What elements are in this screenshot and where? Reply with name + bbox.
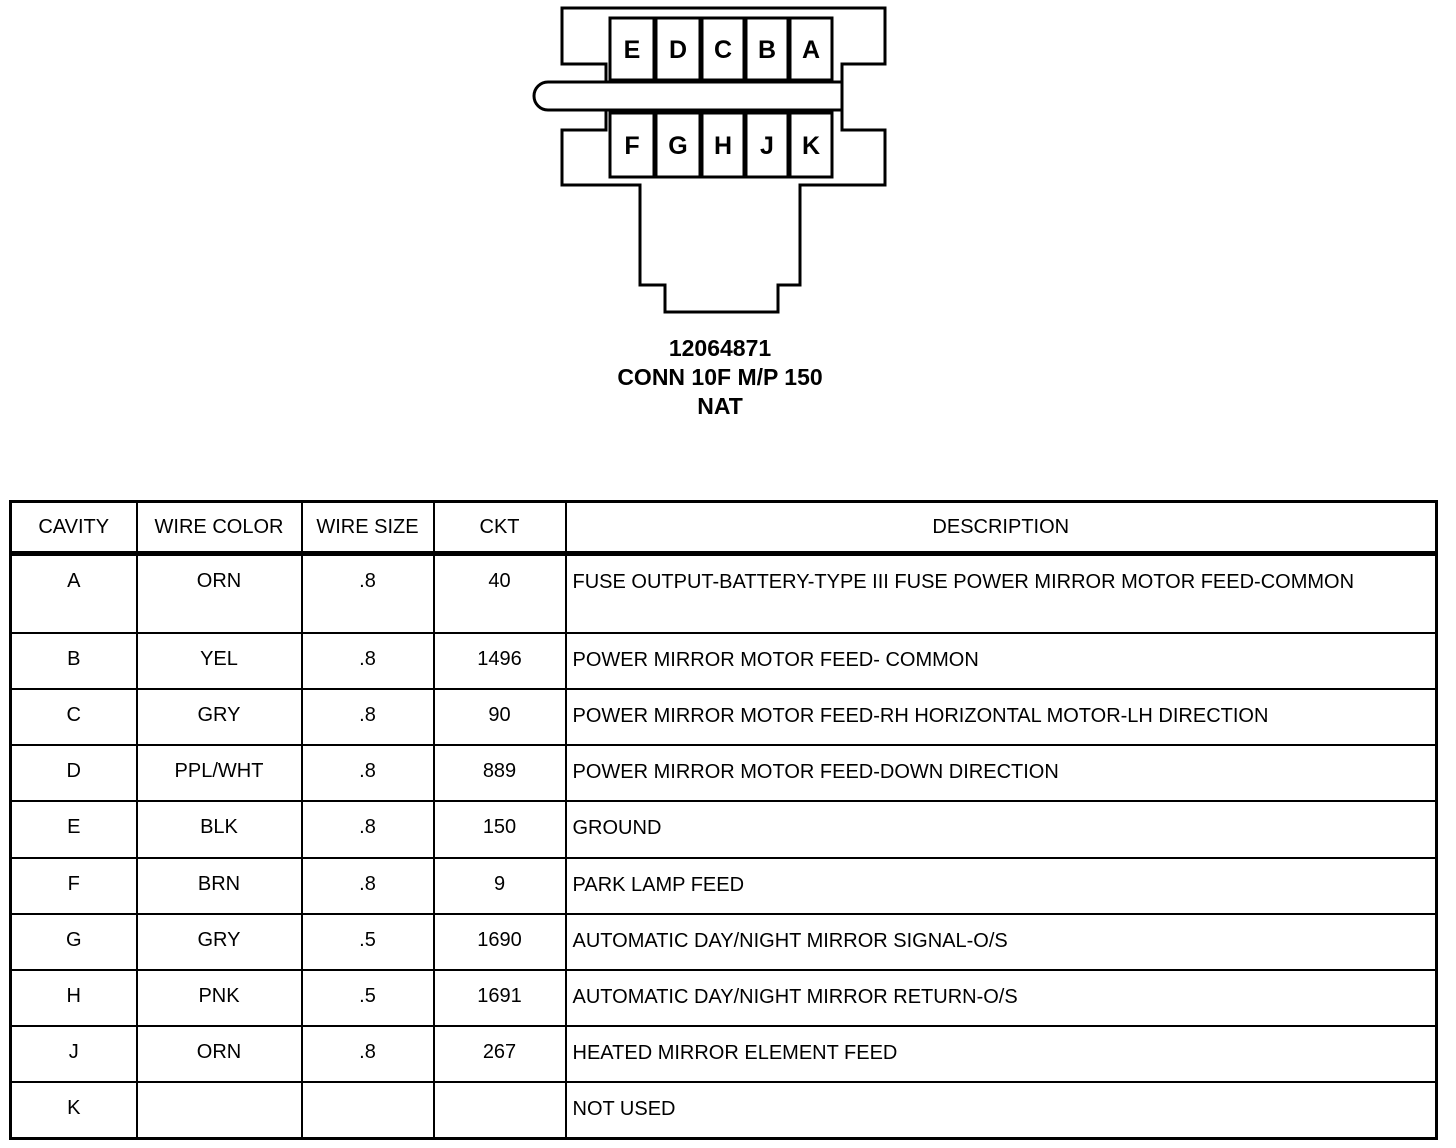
- cell-description: GROUND: [564, 800, 1438, 859]
- cavity-box-b: [744, 16, 790, 82]
- cavity-label-k: K: [802, 132, 820, 160]
- cavity-box-e: [608, 16, 656, 82]
- cell-wire-size: .8: [300, 800, 435, 859]
- cell-ckt: 150: [432, 800, 567, 859]
- cavity-box-f: [608, 111, 656, 179]
- cell-ckt: 40: [432, 552, 567, 635]
- cell-cavity: G: [9, 912, 138, 971]
- connector-latch: [532, 80, 606, 112]
- cavity-table: CAVITY WIRE COLOR WIRE SIZE CKT DESCRIPT…: [9, 500, 1438, 1140]
- cavity-label-c: C: [714, 36, 732, 64]
- table-header-row: CAVITY WIRE COLOR WIRE SIZE CKT DESCRIPT…: [9, 500, 1438, 556]
- table-row: K NOT USED: [9, 1080, 1438, 1140]
- cell-wire-size: .8: [300, 688, 435, 747]
- cell-wire-color: PPL/WHT: [135, 744, 303, 803]
- cell-wire-color: YEL: [135, 632, 303, 691]
- cell-wire-size: .8: [300, 1024, 435, 1083]
- cavity-label-f: F: [624, 132, 639, 160]
- cell-wire-size: .8: [300, 552, 435, 635]
- cavity-label-h: H: [714, 132, 732, 160]
- connector-color: NAT: [697, 393, 743, 419]
- cavity-label-a: A: [802, 36, 820, 64]
- connector-part-number: 12064871: [668, 335, 772, 361]
- cell-cavity: H: [9, 968, 138, 1027]
- header-wire-color: WIRE COLOR: [135, 500, 303, 556]
- cell-ckt: 267: [432, 1024, 567, 1083]
- connector-lower-housing: [560, 110, 887, 314]
- cell-description: AUTOMATIC DAY/NIGHT MIRROR SIGNAL-O/S: [564, 912, 1438, 971]
- cavity-box-h: [700, 111, 746, 179]
- cavity-label-d: D: [669, 36, 687, 64]
- cell-description: POWER MIRROR MOTOR FEED-RH HORIZONTAL MO…: [564, 688, 1438, 747]
- cell-wire-color: ORN: [135, 552, 303, 635]
- cell-ckt: 1691: [432, 968, 567, 1027]
- connector-name: CONN 10F M/P 150: [617, 364, 823, 390]
- cavity-label-e: E: [624, 36, 641, 64]
- cell-wire-color: GRY: [135, 688, 303, 747]
- cell-wire-color: ORN: [135, 1024, 303, 1083]
- header-cavity: CAVITY: [9, 500, 138, 556]
- cavity-box-g: [654, 111, 702, 179]
- cavity-box-k: [788, 111, 834, 179]
- cavity-box-j: [744, 111, 790, 179]
- cell-cavity: D: [9, 744, 138, 803]
- cavity-box-a: [788, 16, 834, 82]
- cell-cavity: K: [9, 1080, 138, 1140]
- cell-description: AUTOMATIC DAY/NIGHT MIRROR RETURN-O/S: [564, 968, 1438, 1027]
- cell-description: FUSE OUTPUT-BATTERY-TYPE III FUSE POWER …: [564, 552, 1438, 635]
- header-description: DESCRIPTION: [564, 500, 1438, 556]
- cell-description: POWER MIRROR MOTOR FEED-DOWN DIRECTION: [564, 744, 1438, 803]
- cavity-box-d: [654, 16, 702, 82]
- connector-upper-housing: [560, 6, 887, 82]
- cell-wire-size: .8: [300, 856, 435, 915]
- cell-description: PARK LAMP FEED: [564, 856, 1438, 915]
- cell-wire-size: .5: [300, 968, 435, 1027]
- cell-wire-size: .8: [300, 632, 435, 691]
- cell-cavity: J: [9, 1024, 138, 1083]
- cell-wire-color: [135, 1080, 303, 1140]
- cavity-box-c: [700, 16, 746, 82]
- cell-cavity: E: [9, 800, 138, 859]
- cell-wire-color: GRY: [135, 912, 303, 971]
- header-ckt: CKT: [432, 500, 567, 556]
- cell-wire-color: PNK: [135, 968, 303, 1027]
- cell-ckt: [432, 1080, 567, 1140]
- cell-ckt: 9: [432, 856, 567, 915]
- cavity-label-j: J: [760, 132, 774, 160]
- cell-wire-color: BRN: [135, 856, 303, 915]
- cell-cavity: F: [9, 856, 138, 915]
- cell-ckt: 90: [432, 688, 567, 747]
- cell-cavity: B: [9, 632, 138, 691]
- cell-wire-size: [300, 1080, 435, 1140]
- cell-cavity: A: [9, 552, 138, 635]
- cell-wire-size: .8: [300, 744, 435, 803]
- cell-ckt: 1690: [432, 912, 567, 971]
- cell-cavity: C: [9, 688, 138, 747]
- cell-ckt: 1496: [432, 632, 567, 691]
- cell-description: HEATED MIRROR ELEMENT FEED: [564, 1024, 1438, 1083]
- header-wire-size: WIRE SIZE: [300, 500, 435, 556]
- cell-wire-color: BLK: [135, 800, 303, 859]
- cavity-label-g: G: [668, 132, 687, 160]
- cavity-label-b: B: [758, 36, 776, 64]
- cell-description: NOT USED: [564, 1080, 1438, 1140]
- cell-wire-size: .5: [300, 912, 435, 971]
- cell-ckt: 889: [432, 744, 567, 803]
- cell-description: POWER MIRROR MOTOR FEED- COMMON: [564, 632, 1438, 691]
